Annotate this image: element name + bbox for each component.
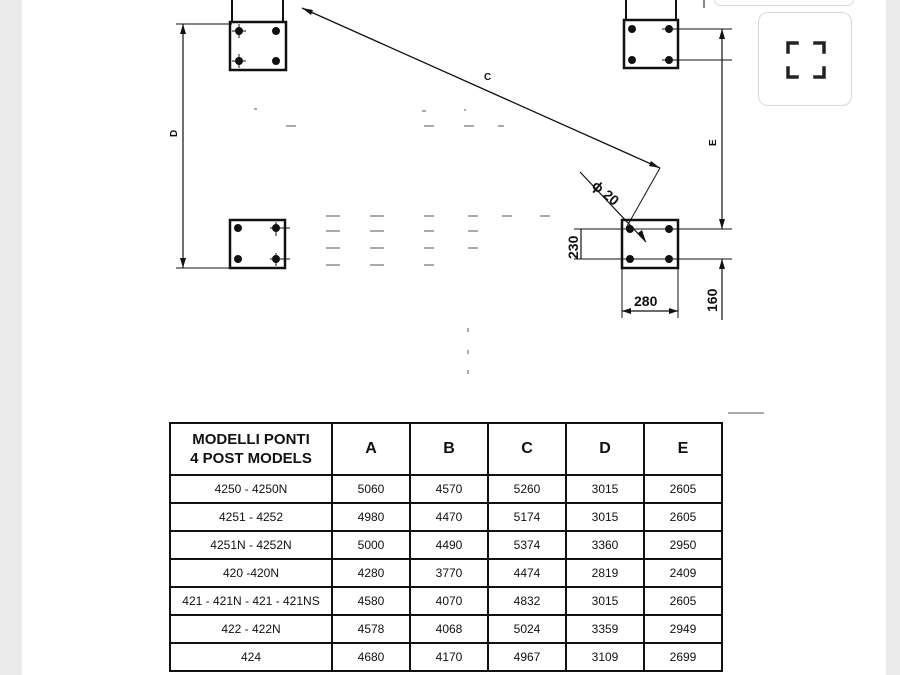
- cell-d: 2819: [565, 558, 645, 588]
- cell-c: 5024: [487, 614, 567, 644]
- cell-model: 424: [169, 642, 333, 672]
- header-col-d: D: [565, 422, 645, 476]
- label-e: E: [708, 139, 719, 146]
- table-header-row: MODELLI PONTI 4 POST MODELS A B C D E: [169, 422, 723, 476]
- cell-c: 5260: [487, 474, 567, 504]
- cell-model: 4251N - 4252N: [169, 530, 333, 560]
- cell-b: 4170: [409, 642, 489, 672]
- cell-b: 4068: [409, 614, 489, 644]
- header-col-a: A: [331, 422, 411, 476]
- dimension-280: [622, 308, 678, 314]
- cell-a: 4980: [331, 502, 411, 532]
- dimension-160-label: 160: [704, 288, 720, 312]
- fullscreen-expand-icon: [786, 41, 826, 79]
- cell-model: 422 - 422N: [169, 614, 333, 644]
- cell-c: 5374: [487, 530, 567, 560]
- cell-d: 3015: [565, 474, 645, 504]
- table-row: 421 - 421N - 421 - 421NS 4580 4070 4832 …: [169, 586, 723, 616]
- header-models: MODELLI PONTI 4 POST MODELS: [169, 422, 333, 476]
- cell-e: 2605: [643, 502, 723, 532]
- dimension-280-label: 280: [634, 293, 658, 309]
- cell-e: 2949: [643, 614, 723, 644]
- cell-d: 3015: [565, 502, 645, 532]
- cell-a: 5000: [331, 530, 411, 560]
- base-plate-bottom-right: [590, 218, 732, 318]
- toolbar-chip: [714, 0, 854, 6]
- label-c: C: [484, 72, 491, 83]
- cell-b: 4490: [409, 530, 489, 560]
- header-col-b: B: [409, 422, 489, 476]
- cell-c: 4967: [487, 642, 567, 672]
- fullscreen-button[interactable]: [758, 12, 852, 106]
- cell-b: 4070: [409, 586, 489, 616]
- document-page: D E 160 C ϕ 20 230: [22, 0, 886, 675]
- cell-d: 3109: [565, 642, 645, 672]
- cell-e: 2950: [643, 530, 723, 560]
- table-row: 424 4680 4170 4967 3109 2699: [169, 642, 723, 672]
- cell-a: 4578: [331, 614, 411, 644]
- cell-c: 5174: [487, 502, 567, 532]
- cell-b: 4570: [409, 474, 489, 504]
- table-row: 4250 - 4250N 5060 4570 5260 3015 2605: [169, 474, 723, 504]
- cell-e: 2605: [643, 586, 723, 616]
- cell-e: 2409: [643, 558, 723, 588]
- hole-diameter-leader: [579, 171, 647, 243]
- header-col-e: E: [643, 422, 723, 476]
- cell-a: 4580: [331, 586, 411, 616]
- technical-drawing: D E 160 C ϕ 20 230: [169, 0, 764, 414]
- dimension-230-label: 230: [565, 235, 581, 259]
- header-models-line2: 4 POST MODELS: [190, 450, 312, 467]
- cell-d: 3360: [565, 530, 645, 560]
- cell-e: 2605: [643, 474, 723, 504]
- dimension-d: [176, 23, 232, 269]
- base-plate-top-right: [622, 0, 732, 70]
- cell-e: 2699: [643, 642, 723, 672]
- table-row: 4251 - 4252 4980 4470 5174 3015 2605: [169, 502, 723, 532]
- models-dimension-table: MODELLI PONTI 4 POST MODELS A B C D E 42…: [169, 422, 723, 672]
- dimension-230: [574, 228, 590, 260]
- cell-model: 420 -420N: [169, 558, 333, 588]
- header-models-line1: MODELLI PONTI: [192, 431, 310, 448]
- cell-a: 4280: [331, 558, 411, 588]
- cell-a: 5060: [331, 474, 411, 504]
- cell-d: 3015: [565, 586, 645, 616]
- cell-model: 4250 - 4250N: [169, 474, 333, 504]
- cell-b: 3770: [409, 558, 489, 588]
- cell-c: 4474: [487, 558, 567, 588]
- scan-artifacts: [254, 108, 764, 414]
- hole-diameter-label: ϕ 20: [589, 177, 622, 209]
- cell-b: 4470: [409, 502, 489, 532]
- base-plate-top-left: [228, 0, 288, 72]
- cell-d: 3359: [565, 614, 645, 644]
- cell-c: 4832: [487, 586, 567, 616]
- cell-a: 4680: [331, 642, 411, 672]
- cell-model: 421 - 421N - 421 - 421NS: [169, 586, 333, 616]
- table-row: 4251N - 4252N 5000 4490 5374 3360 2950: [169, 530, 723, 560]
- table-row: 420 -420N 4280 3770 4474 2819 2409: [169, 558, 723, 588]
- dimension-c-diagonal: [301, 7, 661, 229]
- header-col-c: C: [487, 422, 567, 476]
- base-plate-bottom-left: [228, 218, 290, 270]
- dimension-e: [719, 29, 725, 320]
- cell-model: 4251 - 4252: [169, 502, 333, 532]
- label-d: D: [169, 130, 180, 137]
- table-row: 422 - 422N 4578 4068 5024 3359 2949: [169, 614, 723, 644]
